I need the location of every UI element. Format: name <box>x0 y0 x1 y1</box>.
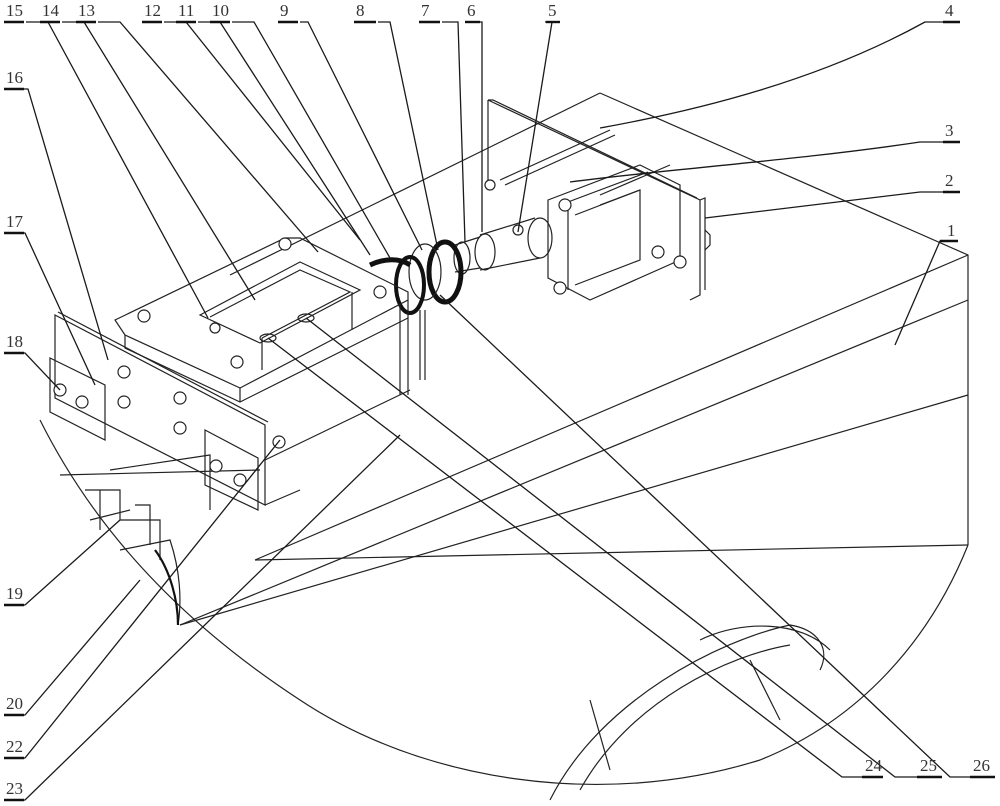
callout-6: 6 <box>467 1 476 20</box>
callout-22: 22 <box>6 737 23 756</box>
base-body <box>39 92 969 801</box>
motor-plate <box>487 99 711 301</box>
callout-8: 8 <box>356 1 365 20</box>
callout-labels: 15 14 13 12 11 10 9 8 7 6 5 4 3 2 1 16 1… <box>4 1 995 802</box>
callout-20: 20 <box>6 694 23 713</box>
callout-11: 11 <box>178 1 194 20</box>
side-plate <box>49 311 411 511</box>
stepper-motor <box>484 129 687 301</box>
callout-7: 7 <box>421 1 430 20</box>
callout-1: 1 <box>947 221 956 240</box>
callout-15: 15 <box>6 1 23 20</box>
callout-17: 17 <box>6 212 24 231</box>
callout-16: 16 <box>6 68 23 87</box>
callout-25: 25 <box>920 756 937 775</box>
callout-4: 4 <box>945 1 954 20</box>
callout-14: 14 <box>42 1 60 20</box>
disc-stack <box>368 239 464 380</box>
callout-13: 13 <box>78 1 95 20</box>
callout-10: 10 <box>212 1 229 20</box>
callout-26: 26 <box>973 756 990 775</box>
callout-24: 24 <box>865 756 883 775</box>
callout-5: 5 <box>548 1 557 20</box>
callout-23: 23 <box>6 779 23 798</box>
callout-12: 12 <box>144 1 161 20</box>
callout-18: 18 <box>6 332 23 351</box>
leader-lines <box>8 21 975 801</box>
shaft-coupling <box>453 217 553 275</box>
housing-block <box>114 237 409 403</box>
callout-9: 9 <box>280 1 289 20</box>
callout-2: 2 <box>945 171 954 190</box>
callout-3: 3 <box>945 121 954 140</box>
callout-19: 19 <box>6 584 23 603</box>
